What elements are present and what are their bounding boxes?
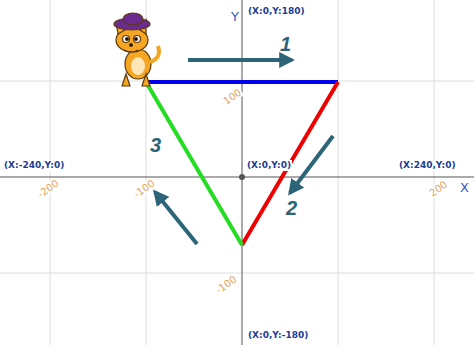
- coordinate-label: (X:0,Y:-180): [247, 330, 309, 341]
- triangle-side: [146, 80, 338, 84]
- coordinate-label: (X:0,Y:180): [247, 6, 306, 17]
- coordinate-label: (X:240,Y:0): [398, 160, 457, 171]
- coordinate-label: (X:-240,Y:0): [3, 160, 65, 171]
- tick-label: -200: [35, 178, 61, 200]
- callout-number: 1: [280, 34, 291, 54]
- axis-name: X: [459, 181, 470, 194]
- callout-number: 2: [286, 198, 297, 218]
- cat-sprite: [114, 13, 159, 86]
- direction-arrows: [155, 60, 333, 244]
- tick-label: -100: [213, 274, 239, 296]
- axis-name: Y: [230, 10, 240, 23]
- callout-number: 3: [150, 135, 161, 155]
- tick-label: 100: [221, 87, 244, 107]
- origin-dot: [239, 174, 245, 180]
- tick-label: 200: [427, 179, 450, 199]
- coordinate-label: (X:0,Y:0): [246, 160, 292, 171]
- tick-label: -100: [131, 178, 157, 200]
- triangle-side: [242, 82, 338, 245]
